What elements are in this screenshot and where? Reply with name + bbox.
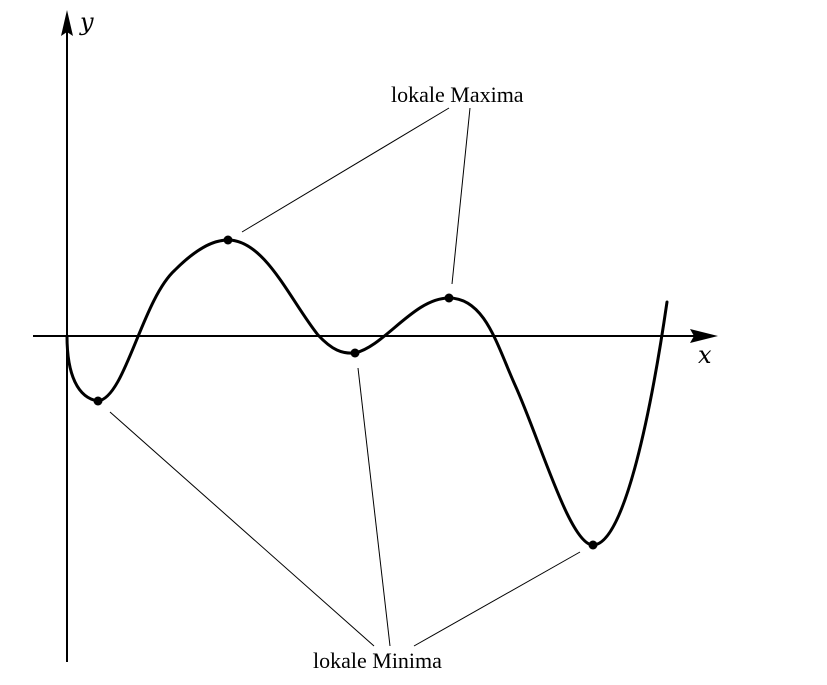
x-axis-label: x bbox=[698, 341, 712, 369]
y-axis-label: y bbox=[79, 8, 94, 36]
local-minimum-point bbox=[93, 396, 103, 406]
local-minimum-point bbox=[588, 540, 598, 550]
local-maximum-point bbox=[223, 235, 233, 245]
maxima-leader-line bbox=[451, 107, 471, 285]
minima-leader-line bbox=[413, 551, 581, 647]
function-curve bbox=[65, 238, 669, 547]
minima-label: lokale Minima bbox=[313, 648, 442, 673]
minima-leader-line bbox=[109, 411, 375, 647]
x-axis-arrowhead bbox=[690, 329, 718, 343]
minima-leader-line bbox=[357, 367, 391, 647]
maxima-label: lokale Maxima bbox=[391, 82, 524, 107]
maxima-leader-line bbox=[241, 107, 450, 233]
y-axis-arrowhead bbox=[61, 10, 73, 36]
local-minimum-point bbox=[350, 348, 360, 358]
local-maximum-point bbox=[444, 293, 454, 303]
